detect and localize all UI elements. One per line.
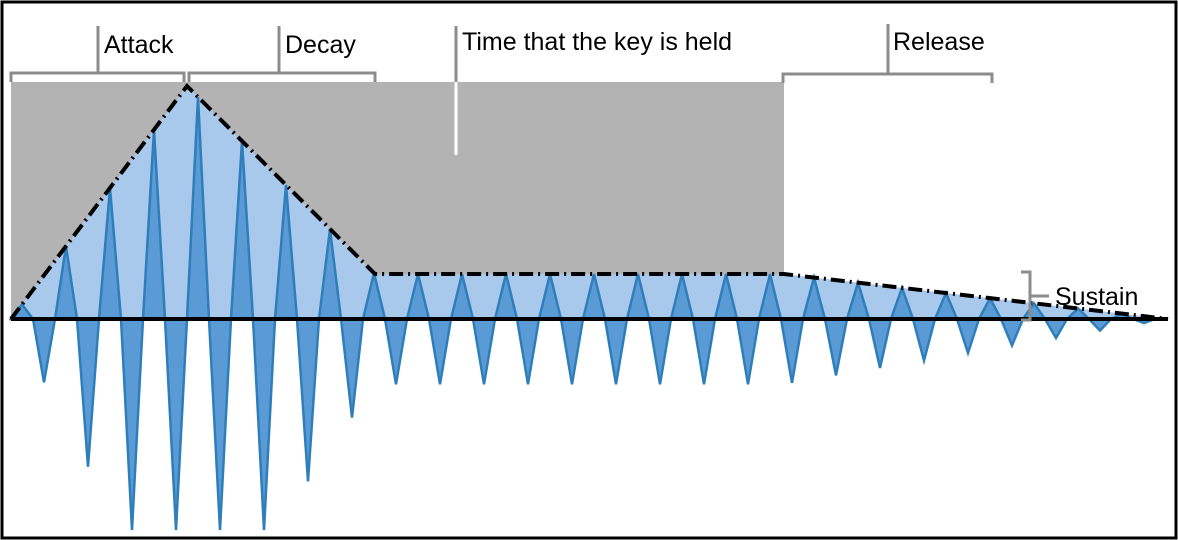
envelope-fill-area [11, 86, 1168, 319]
waveform [8, 96, 1169, 531]
brackets-and-leaders [9, 24, 1049, 322]
attack-bracket [9, 71, 186, 82]
envelope-outline [9, 82, 1169, 321]
envelope-area [11, 86, 1168, 319]
waveform-negative-lobes [31, 317, 1156, 531]
labels: Attack Decay Time that the key is held R… [104, 28, 1138, 311]
label-key-held: Time that the key is held [462, 28, 732, 56]
label-release: Release [893, 28, 985, 56]
label-attack: Attack [104, 31, 174, 59]
label-sustain: Sustain [1055, 283, 1138, 311]
envelope-dash-dot-line [9, 82, 1169, 321]
release-bracket [781, 72, 994, 83]
decay-bracket [187, 71, 377, 82]
label-decay: Decay [285, 31, 356, 59]
waveform-positive-lobes [8, 96, 1169, 321]
